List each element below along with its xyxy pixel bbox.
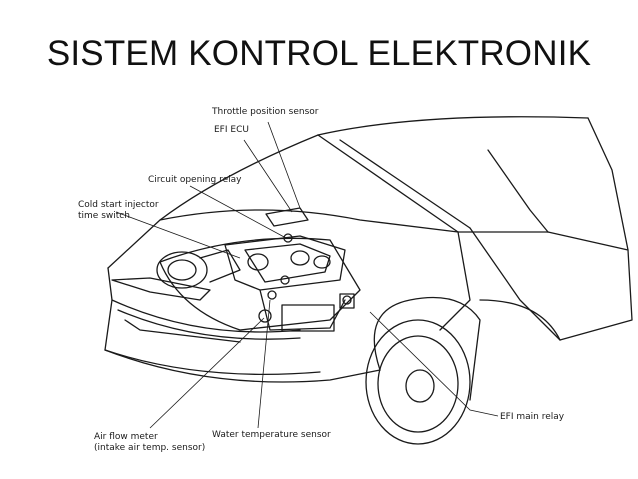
headlight (111, 277, 211, 301)
label-water-temperature-sensor: Water temperature sensor (212, 430, 331, 440)
leader-throttle (267, 121, 301, 209)
label-air-flow-meter: Air flow meter (intake air temp. sensor) (94, 432, 206, 453)
label-cold-start-injector: Cold start injector time switch (78, 200, 159, 221)
leader-water-temp (257, 299, 271, 429)
battery (281, 304, 335, 332)
leader-cold-start (115, 211, 241, 259)
leader-efi-main (369, 311, 499, 417)
windshield-outline (317, 134, 459, 233)
page-title: SISTEM KONTROL ELEKTRONIK (46, 34, 592, 73)
hood-outline (107, 134, 319, 269)
air-cleaner (156, 251, 208, 289)
label-efi-main-relay: EFI main relay (500, 412, 565, 422)
label-circuit-opening-relay: Circuit opening relay (148, 175, 242, 185)
leader-air-flow (149, 317, 265, 429)
roof-line (317, 116, 589, 136)
label-throttle-position-sensor: Throttle position sensor (212, 107, 319, 117)
side-body (547, 231, 633, 341)
label-efi-ecu: EFI ECU (214, 125, 249, 135)
water-temp-sensor (267, 290, 277, 300)
throttle-sensor (280, 275, 290, 285)
a-pillar (587, 117, 629, 251)
front-bumper (104, 299, 381, 383)
air-flow-meter (258, 309, 272, 323)
leader-circuit-relay (189, 185, 287, 239)
intake-manifold (224, 235, 346, 291)
front-grille (107, 267, 301, 333)
efi-ecu-box (265, 207, 309, 227)
circuit-opening-relay (283, 233, 293, 243)
leader-efi-ecu (243, 139, 293, 213)
front-wheel (365, 319, 471, 445)
wheel-arch (373, 296, 481, 401)
engine-compartment (159, 237, 361, 331)
